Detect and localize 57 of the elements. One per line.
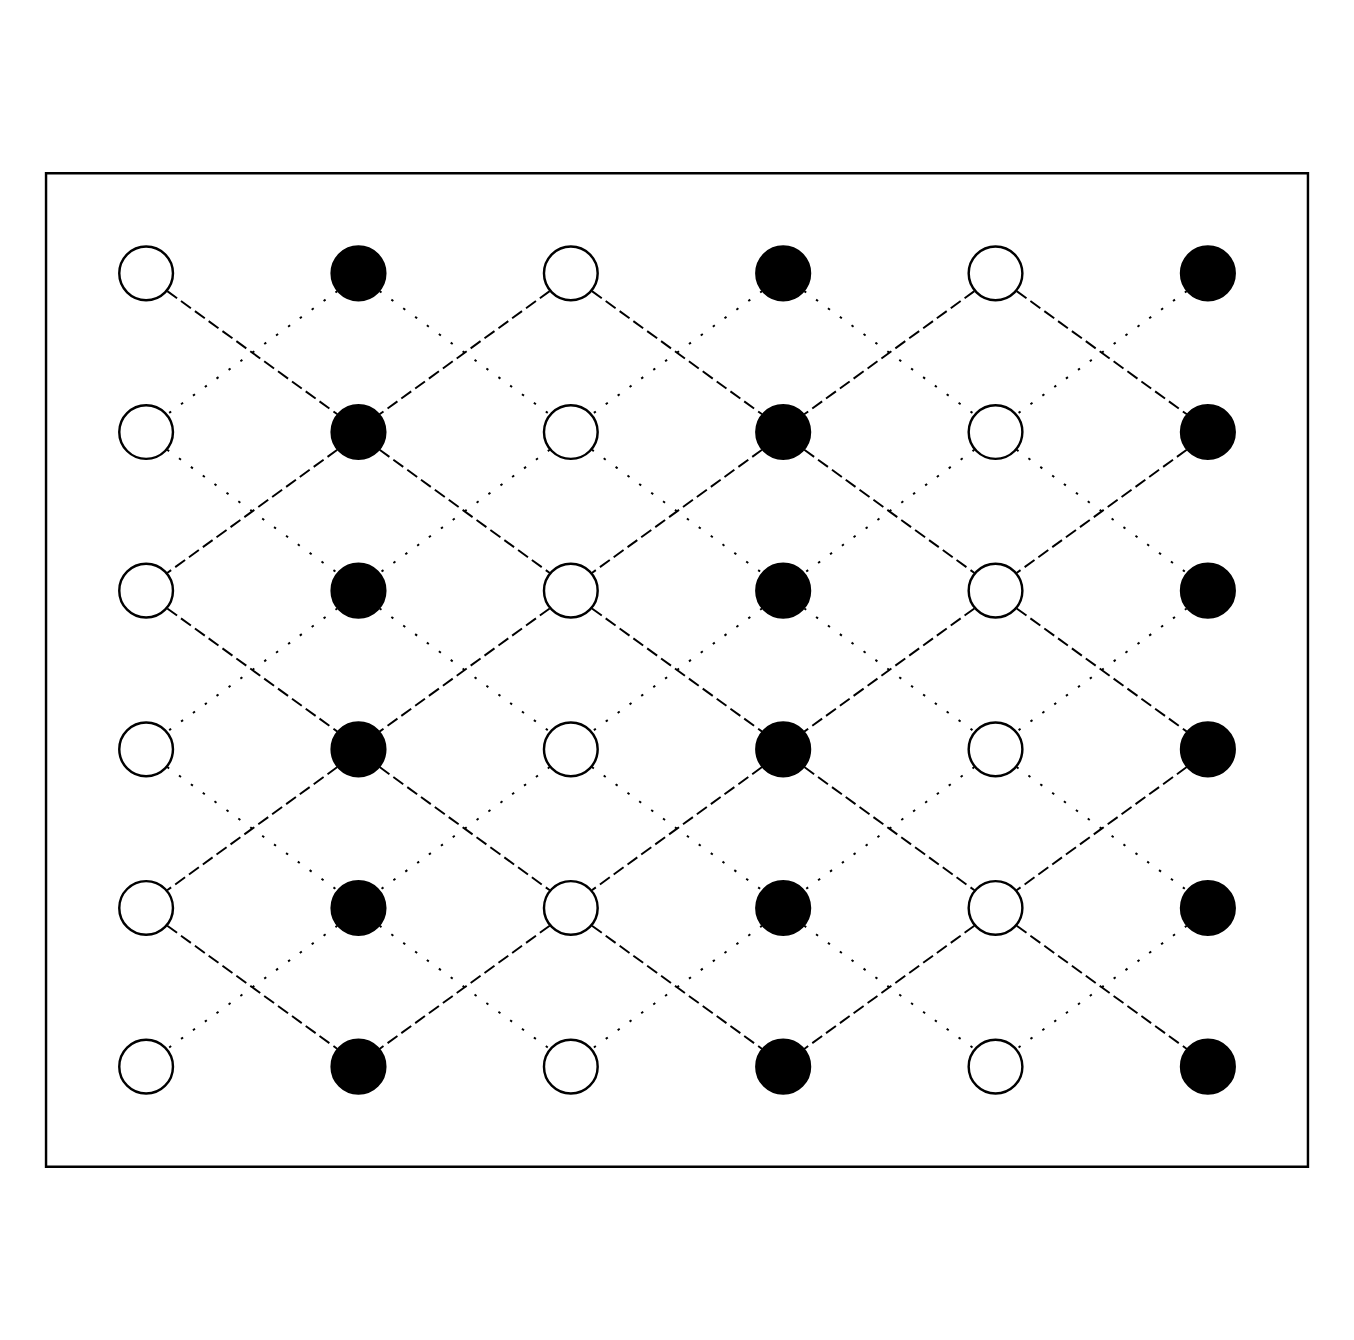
connector	[166, 924, 339, 1050]
node-circle	[755, 1038, 812, 1095]
node-circle	[542, 721, 599, 778]
node-circle	[967, 1038, 1024, 1095]
connector	[803, 924, 976, 1050]
node-circle	[330, 403, 387, 461]
node-circle	[1179, 245, 1236, 302]
node-circle	[542, 562, 599, 619]
connector	[1015, 924, 1188, 1050]
node-circle	[1179, 1038, 1236, 1095]
node-circle	[1179, 403, 1236, 461]
connector	[1015, 448, 1188, 574]
node-circle	[330, 562, 387, 619]
connector	[166, 290, 339, 416]
node-circle	[118, 879, 175, 937]
node-circle	[118, 1038, 175, 1095]
node-circle	[1179, 721, 1236, 778]
node-circle	[755, 403, 812, 461]
node-circle	[330, 879, 387, 937]
connector	[1015, 766, 1188, 892]
connector	[1015, 290, 1188, 416]
node-circle	[1179, 879, 1236, 937]
node-circle	[1179, 562, 1236, 619]
node-circle	[542, 245, 599, 302]
node-circle	[330, 721, 387, 778]
node-circle	[542, 1038, 599, 1095]
connector	[803, 607, 976, 733]
connector	[378, 766, 551, 892]
node-circle	[755, 562, 812, 619]
node-circle	[330, 245, 387, 302]
node-circle	[542, 403, 599, 461]
connector	[378, 448, 551, 574]
node-circle	[118, 403, 175, 461]
connector	[803, 448, 976, 574]
connector	[166, 766, 339, 892]
connector	[378, 607, 551, 733]
node-circle	[967, 879, 1024, 937]
node-circle	[967, 562, 1024, 619]
node-circle	[755, 879, 812, 937]
cluster	[44, 172, 1310, 1168]
node-circle	[967, 245, 1024, 302]
connector	[803, 290, 976, 416]
connector	[166, 607, 339, 733]
node-circle	[755, 245, 812, 302]
node-circle	[542, 879, 599, 937]
node-circle	[967, 721, 1024, 778]
connector	[803, 766, 976, 892]
connector	[378, 290, 551, 416]
node-circle	[967, 403, 1024, 461]
node-circle	[118, 245, 175, 302]
node-circle	[755, 721, 812, 778]
node-circle	[330, 1038, 387, 1095]
connector	[1015, 607, 1188, 733]
connector	[378, 924, 551, 1050]
connector	[166, 448, 339, 574]
node-circle	[118, 562, 175, 619]
node-circle	[118, 721, 175, 778]
